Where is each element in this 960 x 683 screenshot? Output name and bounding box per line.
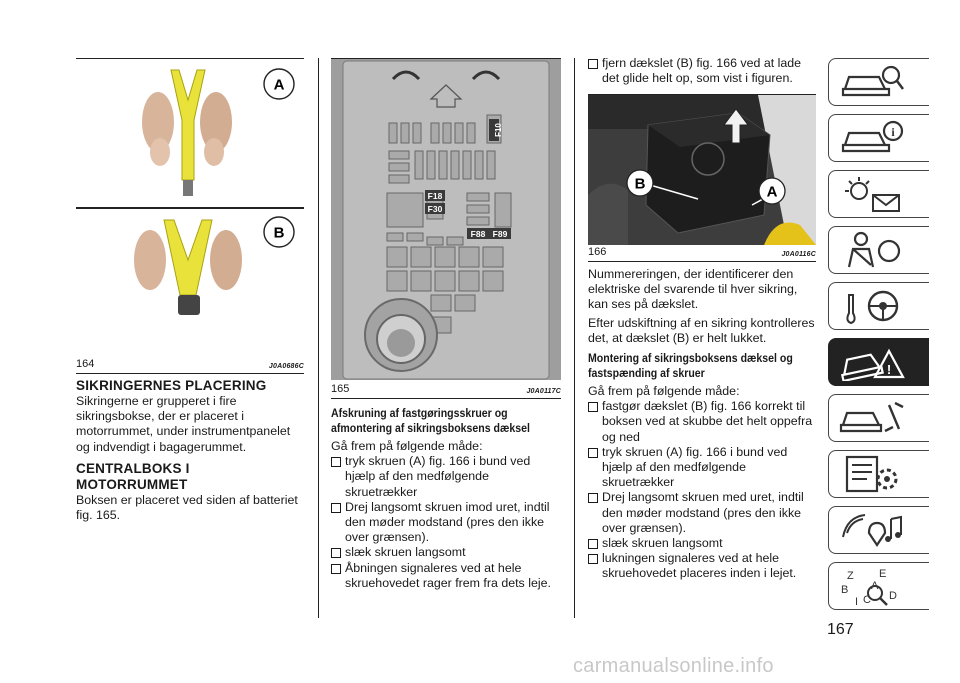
figure-top-rule: [76, 58, 304, 59]
svg-text:D: D: [889, 590, 897, 602]
bullet-item: slæk skruen langsomt: [588, 536, 816, 551]
tab-car-information[interactable]: i: [828, 114, 929, 162]
car-breakdown-icon: !: [840, 348, 905, 381]
figure-164-label-a: A: [274, 77, 285, 94]
car-service-icon: [839, 401, 904, 433]
tab-technical-data[interactable]: [828, 450, 929, 498]
checkbox-bullet-icon: [588, 554, 598, 565]
bullet-item: Drej langsomt skruen imod uret, indtil d…: [331, 500, 561, 546]
section-heading: CENTRALBOKS I: [76, 460, 190, 476]
figure-number: 165: [331, 383, 350, 395]
figure-166-caption: 166 J0A0116C: [588, 246, 816, 258]
bullet-item: fastgør dækslet (B) fig. 166 korrekt til…: [588, 399, 816, 445]
checkbox-bullet-icon: [331, 502, 341, 513]
car-search-icon: [841, 65, 904, 97]
column-1-text: SIKRINGERNES PLACERING Sikringerne er gr…: [76, 378, 304, 523]
steering-wheel-icon: [846, 290, 899, 325]
car-info-icon: i: [841, 120, 904, 153]
subsection-heading: Montering af sikringsboksens dæksel og: [588, 351, 793, 366]
figure-165-caption: 165 J0A0117C: [331, 383, 561, 395]
figure-number: 164: [76, 358, 95, 370]
fuse-label-f18: F18: [428, 191, 443, 201]
column-separator: [574, 58, 575, 618]
paragraph: Gå frem på følgende måde:: [588, 384, 740, 399]
bullet-item: tryk skruen (A) fig. 166 i bund ved hjæl…: [588, 445, 816, 491]
figure-number: 166: [588, 246, 607, 258]
figure-bottom-rule: [331, 398, 561, 399]
svg-text:I: I: [855, 596, 858, 607]
checkbox-bullet-icon: [588, 447, 598, 458]
figure-code: J0A0117C: [526, 388, 561, 395]
svg-text:E: E: [879, 568, 886, 580]
figure-164-caption: 164 J0A0686C: [76, 358, 304, 370]
checkbox-bullet-icon: [331, 457, 341, 468]
figure-166-image: B A: [588, 95, 816, 245]
tab-getting-to-know-car[interactable]: [828, 58, 929, 106]
column-3-top-text: fjern dækslet (B) fig. 166 ved at lade d…: [588, 56, 816, 86]
paragraph: Boksen er placeret ved siden af batterie…: [76, 492, 298, 523]
subsection-heading: afmontering af sikringsboksens dæksel: [331, 421, 530, 435]
subsection-heading: fastspænding af skruer: [588, 366, 705, 381]
paragraph: Sikringerne er grupperet i fire sikrings…: [76, 394, 291, 454]
tab-servicing-maintenance[interactable]: [828, 394, 929, 442]
technical-data-icon: [845, 455, 898, 493]
svg-text:!: !: [887, 362, 891, 377]
watermark: carmanualsonline.info: [573, 655, 774, 677]
fuse-label-f10: F10: [494, 123, 503, 137]
figure-bottom-rule: [76, 373, 304, 374]
figure-166-label-b: B: [635, 176, 646, 193]
figure-165-image: F10 F18 F30 F88 F89: [331, 59, 561, 380]
fuse-label-f30: F30: [428, 204, 443, 214]
figure-166-label-a: A: [767, 184, 778, 201]
page-number: 167: [827, 621, 854, 638]
column-2-text: Afskruning af fastgøringsskruer og afmon…: [331, 406, 561, 591]
section-heading: SIKRINGERNES PLACERING: [76, 378, 267, 393]
fuse-label-f89: F89: [493, 229, 508, 239]
figure-164-image: A B: [76, 60, 304, 356]
checkbox-bullet-icon: [588, 402, 598, 413]
fuse-label-f88: F88: [471, 229, 486, 239]
bullet-item: Drej langsomt skruen med uret, indtil de…: [588, 490, 816, 536]
paragraph: Efter udskiftning af en sikring kontroll…: [588, 315, 815, 345]
checkbox-bullet-icon: [331, 548, 341, 559]
bullet-item: slæk skruen langsomt: [331, 545, 561, 560]
subsection-heading: Afskruning af fastgøringsskruer og: [331, 406, 508, 420]
figure-code: J0A0686C: [268, 363, 304, 370]
svg-text:Z: Z: [847, 570, 854, 582]
figure-code: J0A0116C: [781, 251, 816, 258]
paragraph: Gå frem på følgende måde:: [331, 439, 483, 453]
alphabetical-index-icon: Z E A B C D I: [841, 568, 897, 607]
tab-safety[interactable]: [828, 226, 929, 274]
multimedia-icon: [842, 514, 902, 547]
tab-starting-driving[interactable]: [828, 282, 929, 330]
checkbox-bullet-icon: [331, 563, 341, 574]
checkbox-bullet-icon: [588, 59, 598, 69]
seatbelt-airbag-icon: [847, 231, 901, 268]
column-separator: [318, 58, 319, 618]
figure-top-rule: [331, 58, 561, 59]
checkbox-bullet-icon: [588, 539, 598, 550]
bullet-item: fjern dækslet (B) fig. 166 ved at lade d…: [588, 56, 816, 86]
figure-164-label-b: B: [274, 225, 285, 242]
bullet-item: Åbningen signaleres ved at hele skruehov…: [331, 561, 561, 591]
paragraph: Nummereringen, der identificerer den ele…: [588, 267, 798, 312]
svg-text:C: C: [863, 594, 871, 606]
section-heading: MOTORRUMMET: [76, 476, 188, 492]
bullet-item: tryk skruen (A) fig. 166 i bund ved hjæl…: [331, 454, 561, 500]
svg-text:i: i: [891, 125, 895, 139]
bullet-item: lukningen signaleres ved at hele skrueho…: [588, 551, 816, 581]
warning-lights-icon: [845, 177, 900, 212]
tab-multimedia[interactable]: [828, 506, 929, 554]
figure-bottom-rule: [588, 261, 816, 262]
figure-top-rule: [588, 94, 816, 95]
svg-text:B: B: [841, 584, 848, 596]
tab-warning-lights[interactable]: [828, 170, 929, 218]
column-3-text: Nummereringen, der identificerer den ele…: [588, 267, 816, 582]
tab-in-an-emergency[interactable]: !: [828, 338, 929, 386]
tab-alphabetical-index[interactable]: Z E A B C D I: [828, 562, 929, 610]
checkbox-bullet-icon: [588, 493, 598, 504]
